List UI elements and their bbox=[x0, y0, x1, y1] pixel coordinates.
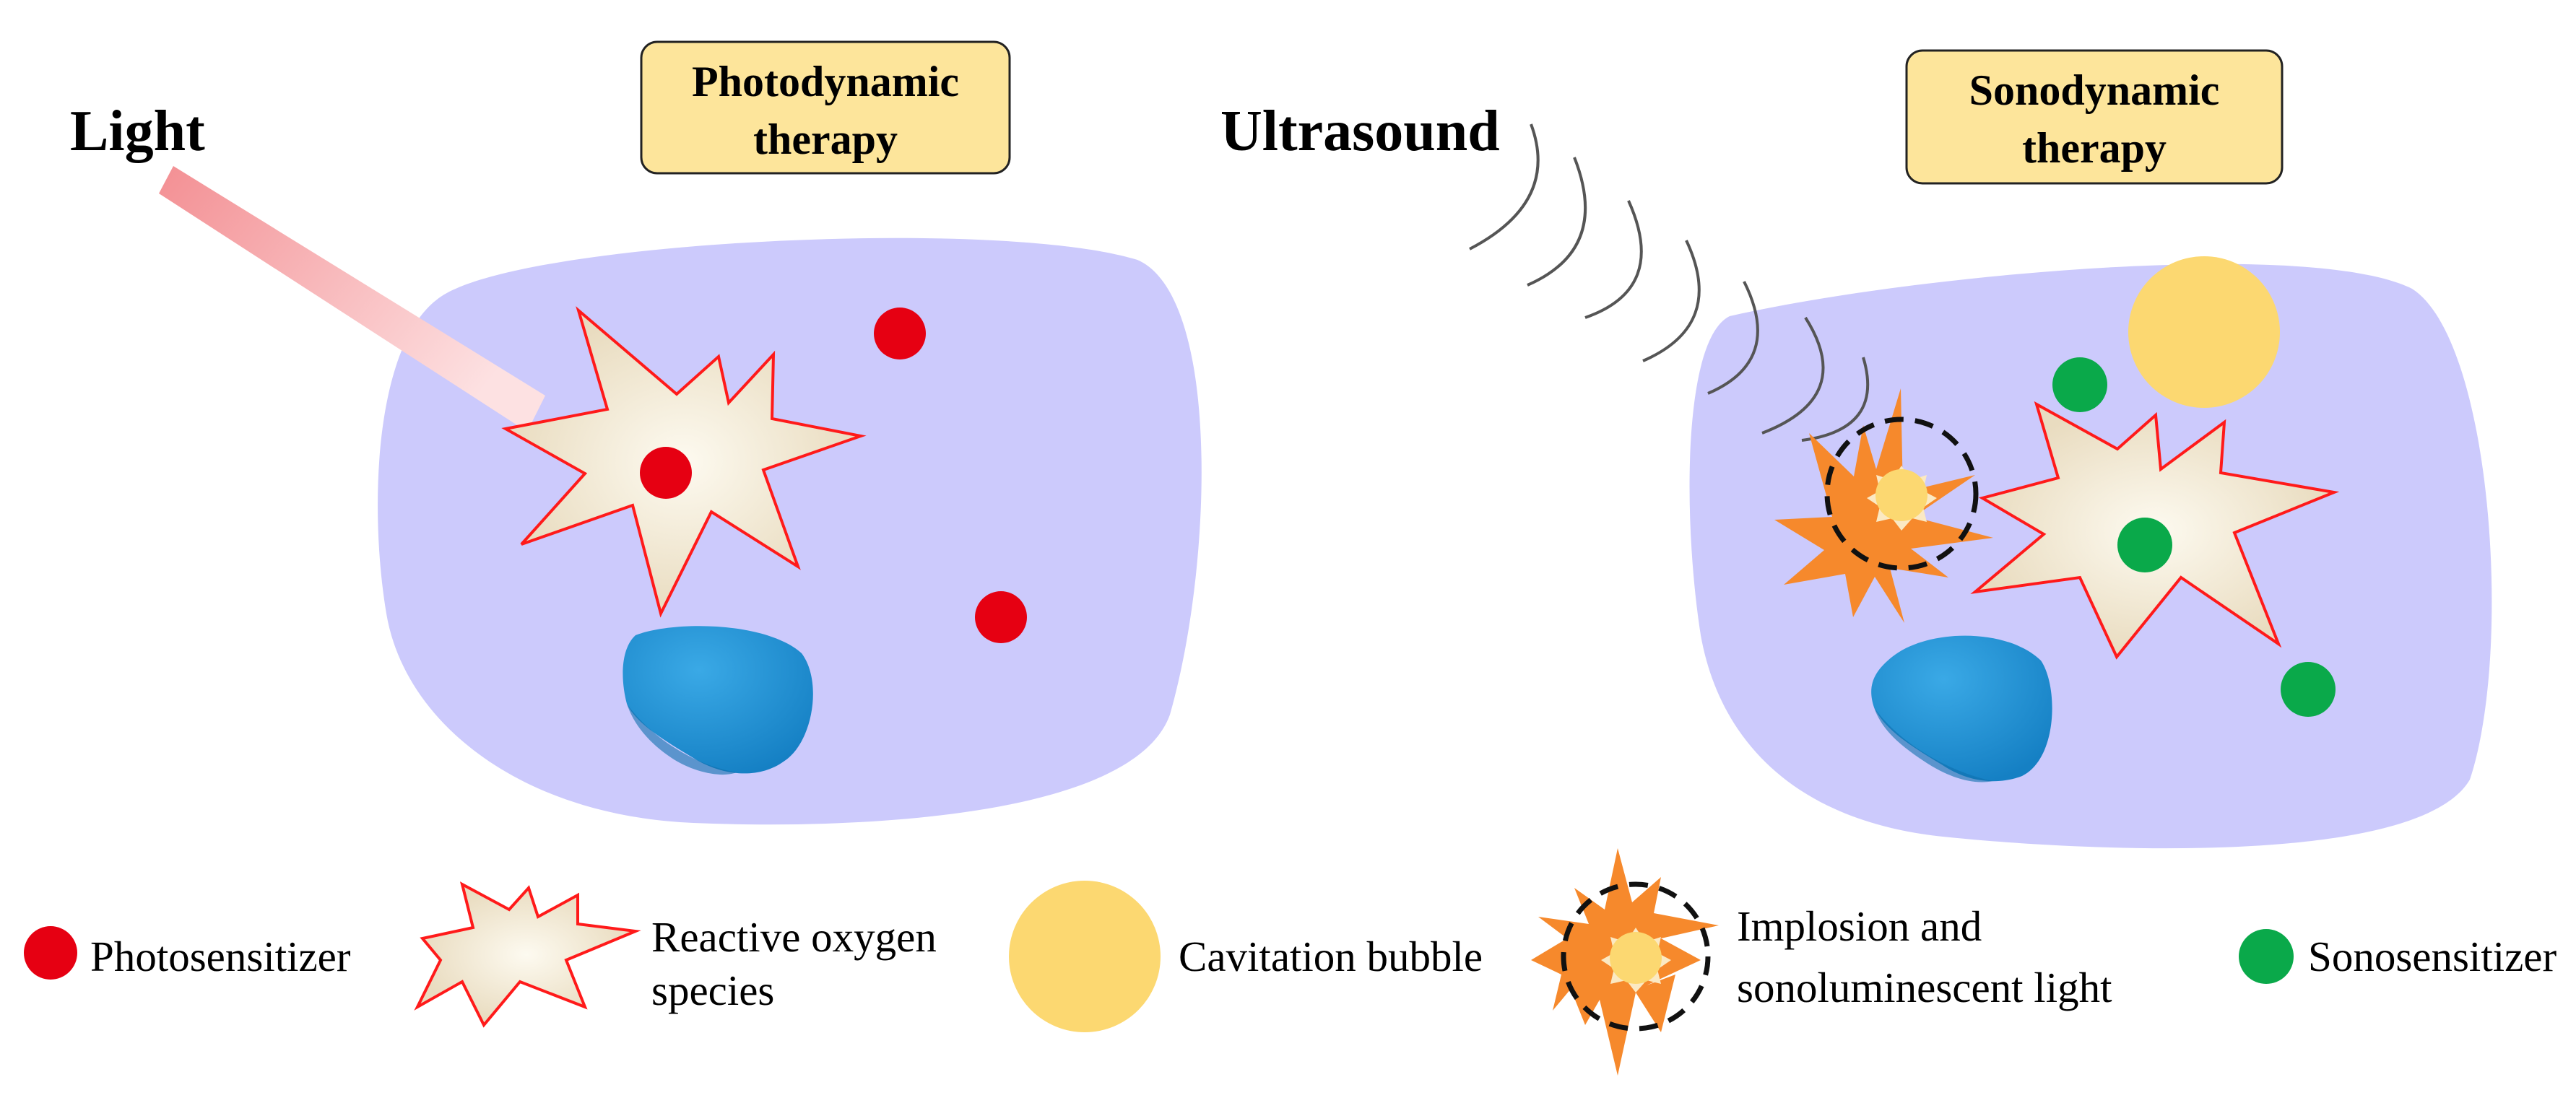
sdt-cavitation-bubble bbox=[2128, 256, 2280, 408]
sdt-implosion bbox=[1774, 388, 1993, 623]
light-label: Light bbox=[70, 100, 205, 163]
legend-photosensitizer-label: Photosensitizer bbox=[90, 933, 351, 980]
pdt-title-line1: Photodynamic bbox=[692, 58, 959, 105]
sdt-sonosensitizer bbox=[2052, 357, 2107, 412]
pdt-nucleus bbox=[623, 626, 813, 774]
legend-ros-label-line2: species bbox=[651, 967, 774, 1014]
legend-sonosensitizer-icon bbox=[2239, 929, 2294, 984]
pdt-title-box bbox=[640, 40, 1011, 175]
sdt-sonosensitizer bbox=[2117, 518, 2172, 572]
legend-sonosensitizer-label: Sonosensitizer bbox=[2308, 933, 2557, 980]
legend-ros-label-line1: Reactive oxygen bbox=[651, 913, 937, 961]
legend: Photosensitizer Reactive oxygen species … bbox=[24, 848, 2557, 1076]
legend-cavitation-icon bbox=[1009, 881, 1161, 1032]
legend-implosion-icon bbox=[1531, 848, 1719, 1076]
sdt-sonosensitizer bbox=[2281, 662, 2336, 717]
pdt-title-line2: therapy bbox=[753, 115, 898, 163]
legend-implosion-label-line2: sonoluminescent light bbox=[1737, 964, 2112, 1011]
legend-ros-icon bbox=[414, 881, 641, 1028]
pdt-panel: Light Photodynamic therapy bbox=[70, 40, 1202, 825]
sdt-title-box bbox=[1905, 49, 2284, 185]
pdt-cell bbox=[378, 237, 1202, 825]
light-beam bbox=[159, 166, 545, 432]
legend-implosion-label-line1: Implosion and bbox=[1737, 902, 1982, 950]
ultrasound-waves bbox=[1469, 123, 1870, 442]
pdt-nucleus-shadow bbox=[627, 704, 737, 775]
sdt-nucleus bbox=[1871, 635, 2052, 782]
pdt-photosensitizer bbox=[874, 308, 926, 359]
sdt-title-line2: therapy bbox=[2022, 124, 2167, 172]
ultrasound-label: Ultrasound bbox=[1220, 100, 1500, 163]
sdt-panel: Ultrasound Sonodynamic therapy bbox=[1220, 49, 2492, 849]
legend-photosensitizer-icon bbox=[24, 926, 77, 980]
legend-cavitation-label: Cavitation bubble bbox=[1179, 933, 1483, 980]
sdt-title-line1: Sonodynamic bbox=[1969, 66, 2220, 114]
pdt-photosensitizer bbox=[640, 447, 692, 499]
pdt-photosensitizer bbox=[975, 591, 1027, 643]
